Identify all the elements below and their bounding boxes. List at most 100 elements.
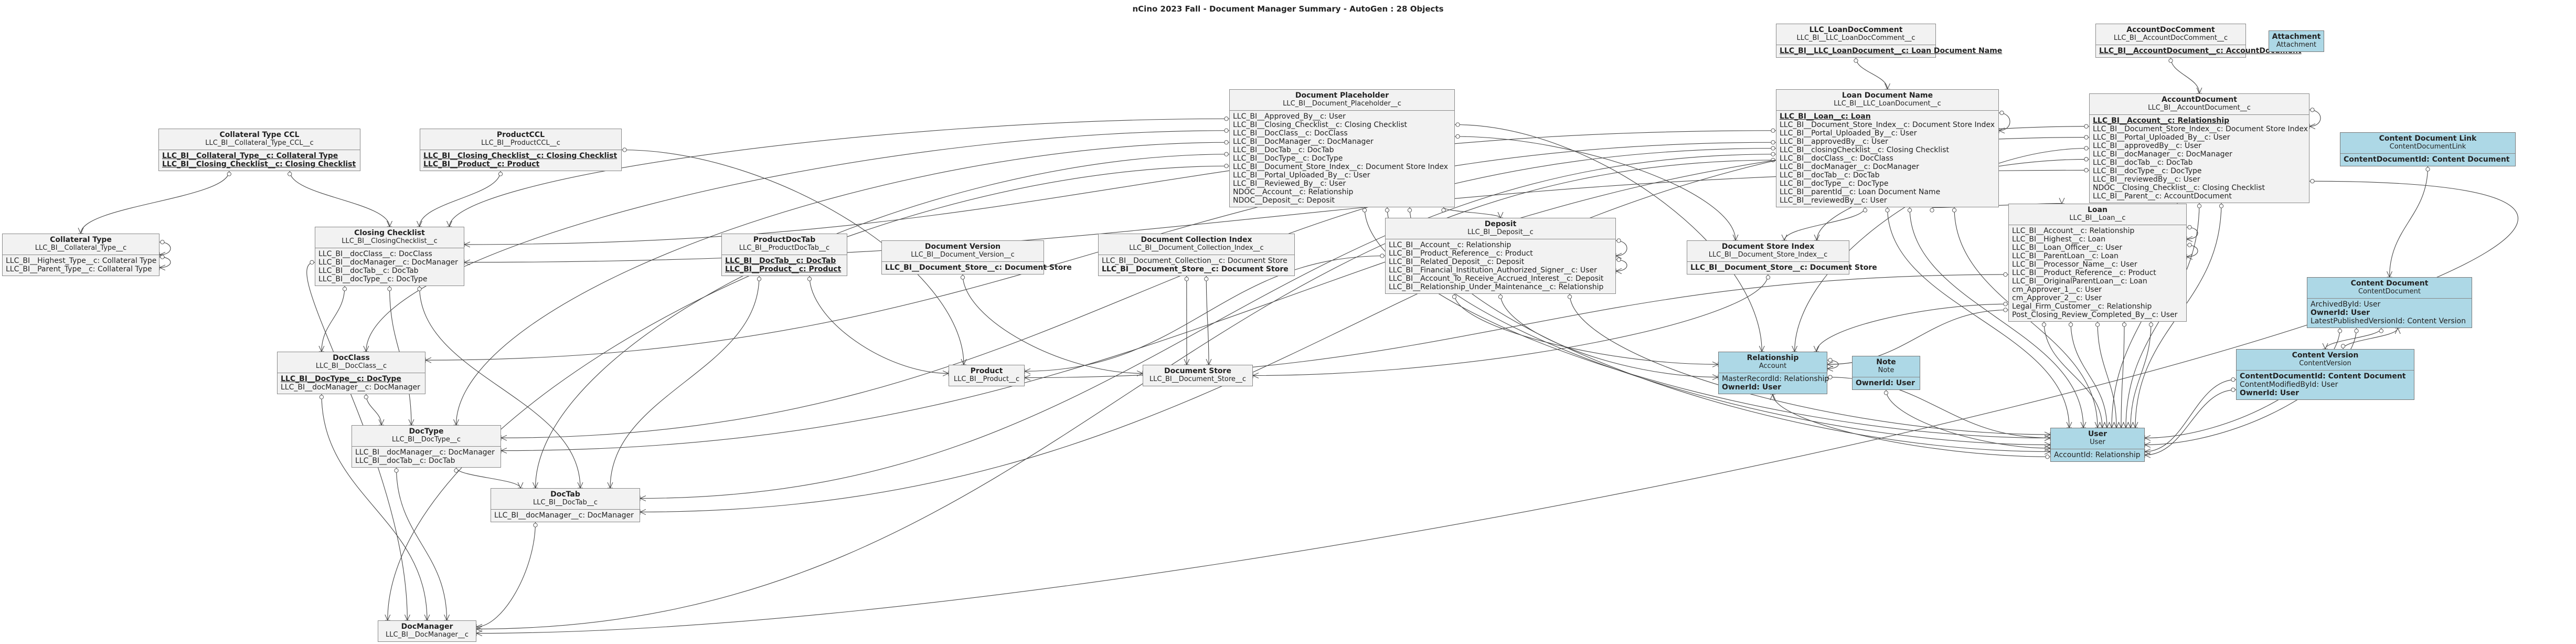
relationship-line	[322, 286, 345, 352]
entity-key-field: LLC_BI__Product__c: Product	[725, 265, 842, 273]
entity-field: LLC_BI__docTab__c: DocTab	[2093, 159, 2193, 167]
relationship-line	[610, 276, 759, 488]
relationship-line	[2390, 166, 2428, 277]
entity-key-field: LLC_BI__Closing_Checklist__c: Closing Ch…	[423, 152, 618, 160]
entity-field: LLC_BI__docManager__c: DocManager	[355, 448, 495, 457]
relationship-line	[2098, 321, 2116, 428]
entity-field: LLC_BI__Account__c: Relationship	[2012, 227, 2135, 235]
self-relationship-line	[2309, 110, 2321, 126]
entity-field: LLC_BI__docManager__c: DocManager	[2093, 150, 2232, 159]
self-relationship-line	[159, 257, 171, 268]
entity-key-field: LLC_BI__Account__c: Relationship	[2093, 117, 2230, 125]
entity-field: LLC_BI__ParentLoan__c: Loan	[2012, 252, 2119, 260]
entity-field: LLC_BI__Document_Collection__c: Document…	[1102, 257, 1287, 265]
relationship-line	[2145, 379, 2237, 451]
entity-field: LLC_BI__docManager__c: DocManager	[318, 258, 458, 267]
entity-key-field: LLC_BI__LLC_LoanDocument__c: Loan Docume…	[1780, 47, 2003, 55]
entity-field: LLC_BI__docType__c: DocType	[318, 275, 428, 283]
entity-field: LLC_BI__Approved_By__c: User	[1233, 112, 1346, 121]
relationship-line	[810, 276, 949, 373]
entity-field: NDOC__Deposit__c: Deposit	[1233, 196, 1335, 205]
entity-field: LLC_BI__Closing_Checklist__c: Closing Ch…	[1233, 121, 1408, 129]
entity-field: LLC_BI__DocClass__c: DocClass	[1233, 129, 1348, 138]
entity-field: LLC_BI__Account__c: Relationship	[1389, 241, 1511, 249]
entity-field: LLC_BI__reviewedBy__c: User	[2093, 175, 2200, 184]
self-relationship-line	[2187, 245, 2198, 257]
entity-field: ArchivedById: User	[2311, 300, 2381, 309]
entity-field: cm_Approver_2__c: User	[2012, 294, 2102, 302]
self-relationship-line	[1616, 260, 1627, 271]
entity-field: OwnerId: User	[1722, 383, 1782, 392]
entity-field: LLC_BI__Product_Reference__c: Product	[1389, 249, 1533, 258]
relationship-line	[1500, 293, 1718, 377]
entity-field: AccountId: Relationship	[2054, 451, 2141, 459]
entity-field: LLC_BI__approvedBy__c: User	[1780, 138, 1888, 146]
relationship-line	[1856, 57, 1888, 89]
entity-field: LLC_BI__Portal_Uploaded_By__c: User	[1233, 171, 1370, 180]
self-relationship-line	[1616, 241, 1627, 256]
entity-field: NDOC__Account__c: Relationship	[1233, 188, 1354, 196]
entity-field: LLC_BI__DocTab__c: DocTab	[1233, 146, 1334, 154]
entity-field: LLC_BI__Document_Store_Index__c: Documen…	[1233, 163, 1449, 171]
entity-field: LLC_BI__Document_Store__c: Document Stor…	[885, 263, 1072, 272]
relationship-line	[1206, 276, 1209, 365]
entity-field: LLC_BI__Portal_Uploaded_By__c: User	[2093, 133, 2230, 142]
entity-field: LatestPublishedVersionId: Content Versio…	[2311, 317, 2466, 325]
entity-field: LLC_BI__Loan_Officer__c: User	[2012, 244, 2123, 252]
entity-field: LLC_BI__DocManager__c: DocManager	[1233, 138, 1374, 146]
entity-field: LLC_BI__Product_Reference__c: Product	[2012, 269, 2156, 277]
entity-field: Post_Closing_Review_Completed_By__c: Use…	[2012, 311, 2178, 319]
entity-field: LLC_BI__docTab__c: DocTab	[318, 267, 419, 275]
entity-field: LLC_BI__docType__c: DocType	[1780, 180, 1889, 188]
entity-field: LLC_BI__Document_Store_Index__c: Documen…	[2093, 125, 2308, 133]
self-relationship-line	[1827, 360, 1839, 368]
entity-field: NDOC__Closing_Checklist__c: Closing Chec…	[2093, 184, 2265, 192]
entity-field: LLC_BI__Financial_Institution_Authorized…	[1389, 266, 1597, 275]
entity-field: LLC_BI__reviewedBy__c: User	[1780, 196, 1887, 205]
entity-key-field: LLC_BI__DocType__c: DocType	[281, 375, 401, 383]
entity-field: LLC_BI__approvedBy__c: User	[2093, 142, 2201, 150]
entity-key-field: LLC_BI__Closing_Checklist__c: Closing Ch…	[162, 160, 356, 168]
relationship-line	[2325, 328, 2381, 349]
entity-field: LLC_BI__parentId__c: Loan Document Name	[1780, 188, 1941, 196]
entity-key-field: LLC_BI__Loan__c: Loan	[1780, 112, 1871, 121]
self-relationship-line	[2187, 227, 2198, 239]
relationship-line	[1454, 293, 1718, 364]
entity-key-field: LLC_BI__Product__c: Product	[423, 160, 540, 168]
entity-field: LLC_BI__docManager__c: DocManager	[1780, 163, 1919, 171]
entity-field: LLC_BI__Portal_Uploaded_By__c: User	[1780, 129, 1917, 138]
relationship-line	[1816, 304, 2009, 352]
entity-field: ContentDocumentId: Content Document	[2344, 155, 2510, 164]
entity-field: LLC_BI__Document_Store__c: Document Stor…	[1690, 263, 1877, 272]
entity-key-field: LLC_BI__Collateral_Type__c: Collateral T…	[162, 152, 338, 160]
entity-field: LLC_BI__Document_Store_Index__c: Documen…	[1780, 121, 1995, 129]
